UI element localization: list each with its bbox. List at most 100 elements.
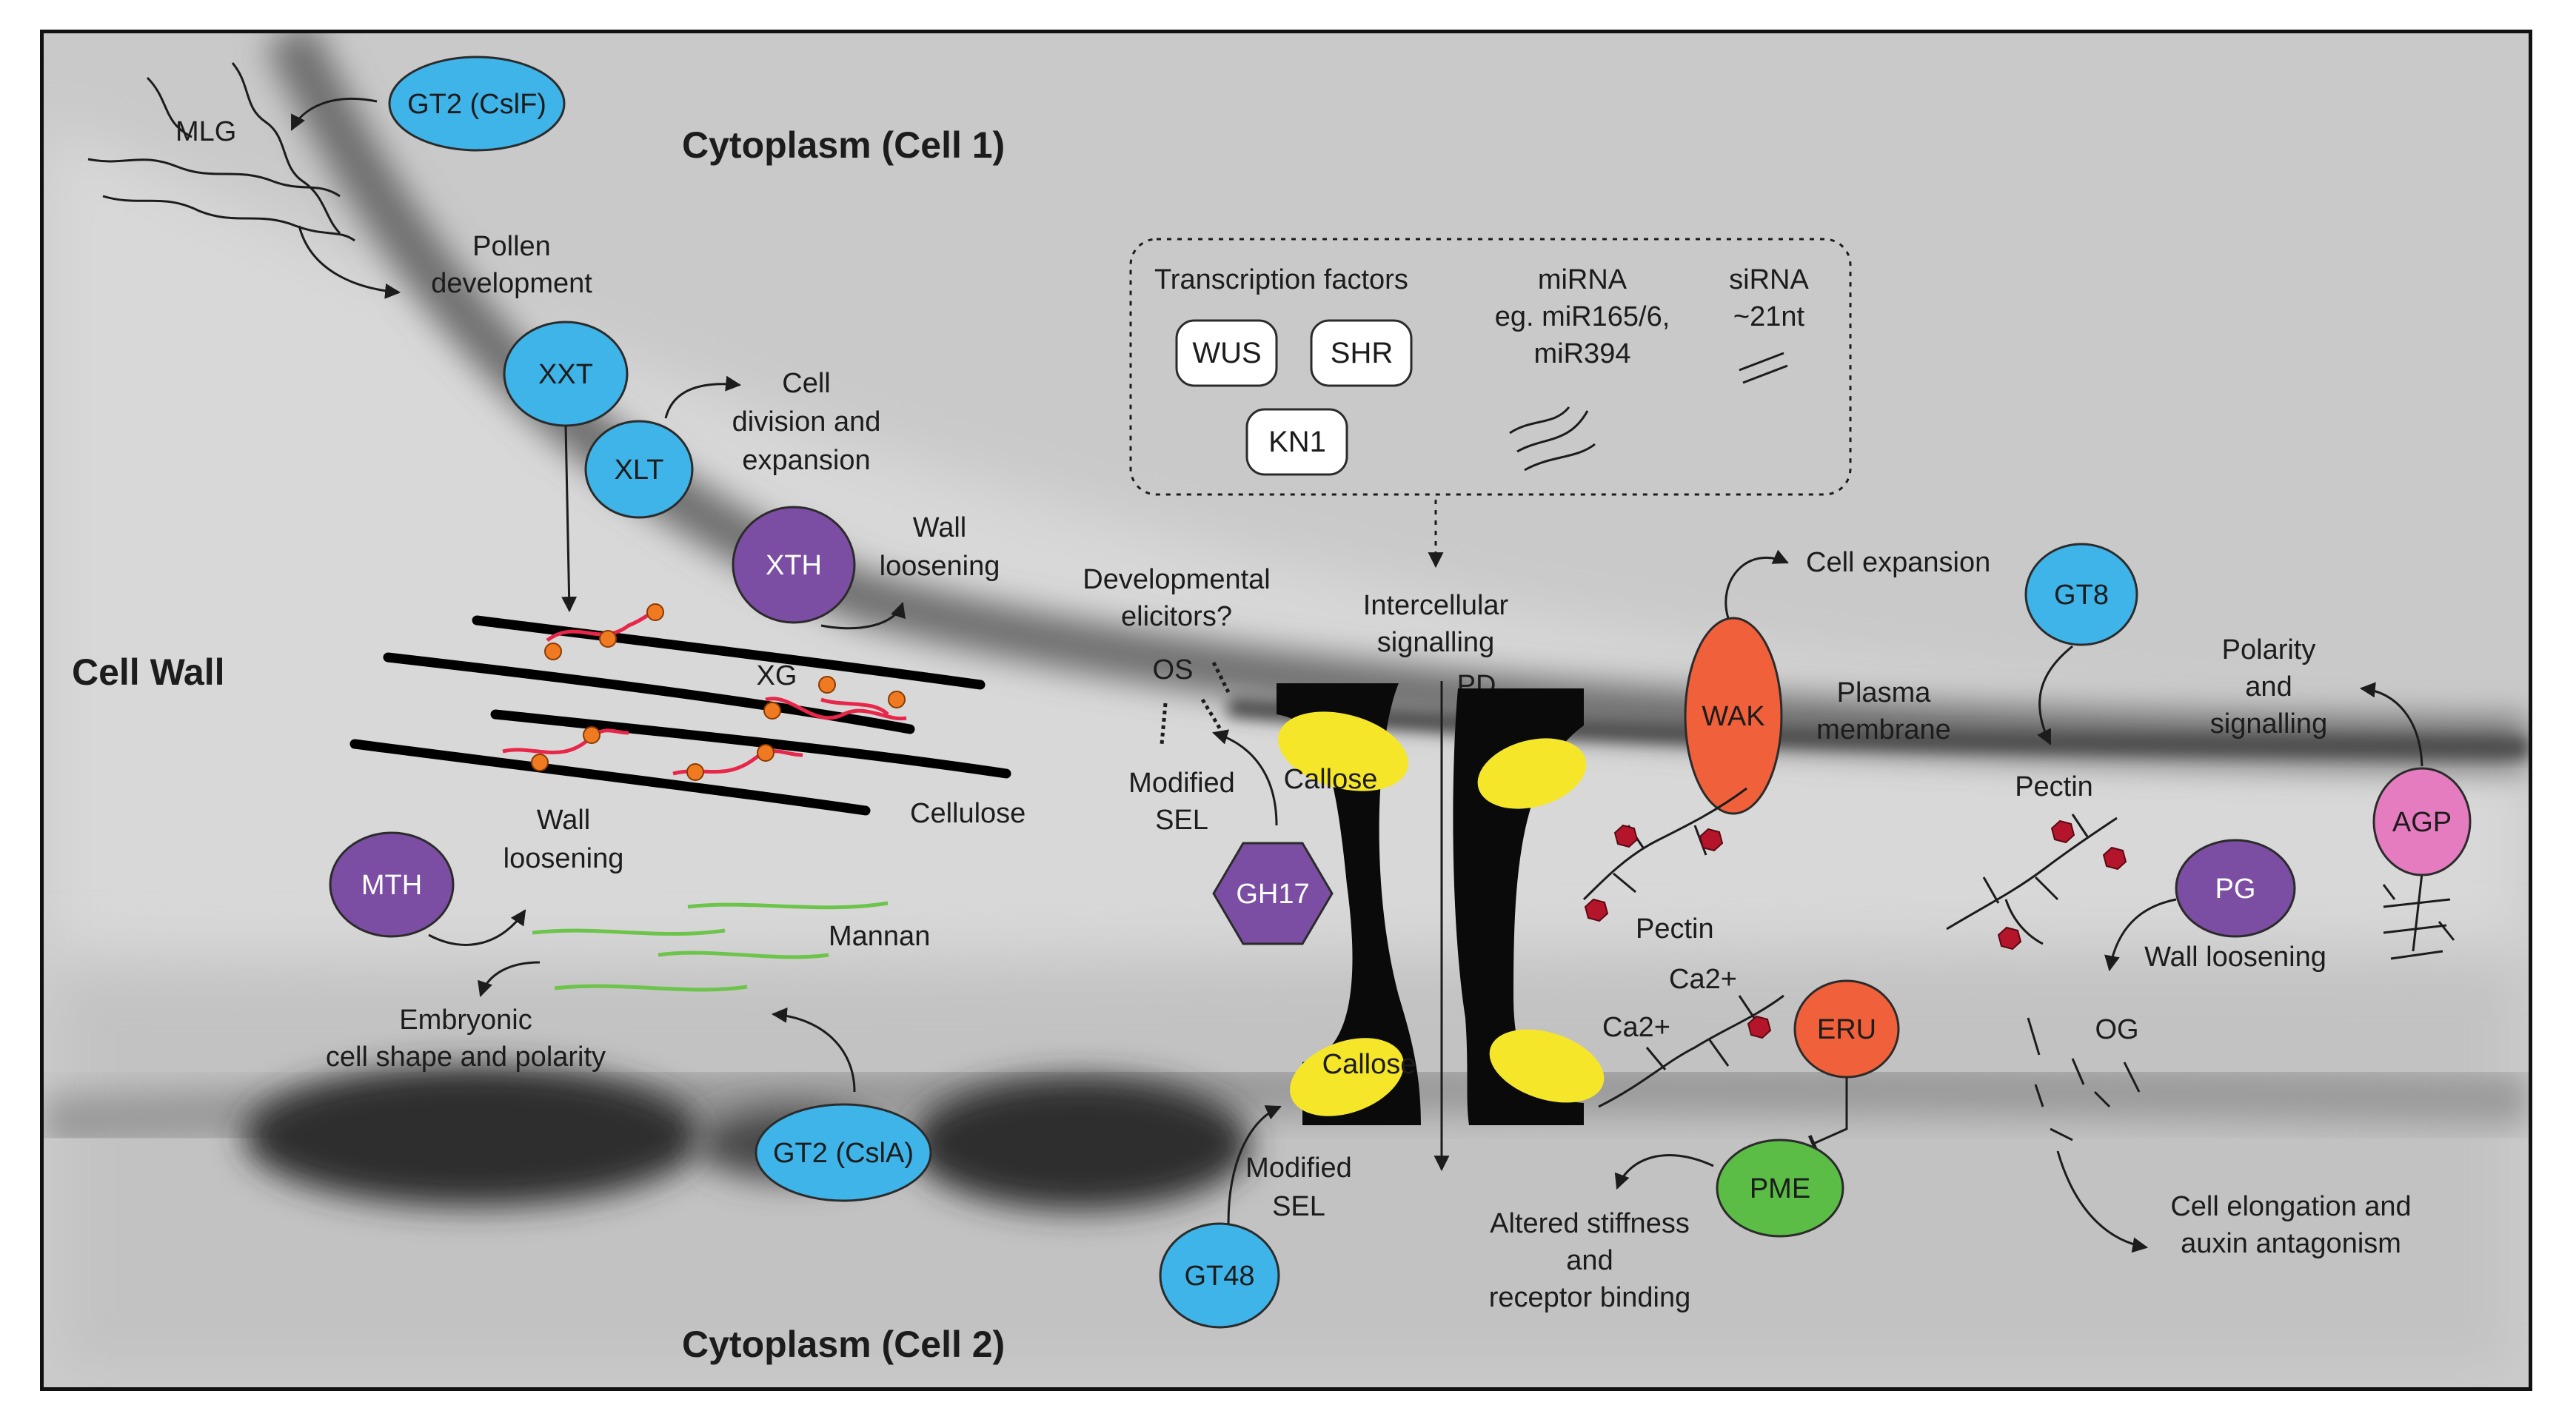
arrow-wak-to-expansion: [1724, 549, 1789, 619]
cytoplasm-cell2-title: Cytoplasm (Cell 2): [682, 1324, 1005, 1365]
mannan-label: Mannan: [829, 921, 930, 952]
arrow-to-embryonic: [478, 961, 541, 997]
modified-sel-b-1: Modified: [1245, 1153, 1352, 1184]
cell-wall-title: Cell Wall: [72, 651, 225, 693]
polarity-label-3: signalling: [2210, 708, 2327, 740]
pectin-chain-right: [1946, 814, 2118, 945]
cell-division-label-2: division and: [732, 406, 881, 437]
polarity-label-1: Polarity: [2222, 634, 2316, 665]
arrow-xth-to-loosening: [820, 602, 906, 630]
svg-text:GT8: GT8: [2054, 580, 2109, 611]
wall-loosening-xth-2: loosening: [880, 551, 1000, 582]
intercellular-label-2: signalling: [1377, 627, 1494, 658]
mannan-strands: [532, 901, 889, 992]
intercellular-label-1: Intercellular: [1363, 590, 1509, 621]
os-fragments-icon: [1160, 661, 1231, 745]
callose-deposit-br: [1489, 1029, 1605, 1103]
ca-label-a: Ca2+: [1669, 964, 1737, 995]
svg-text:MTH: MTH: [361, 870, 422, 901]
pectin-monomers-right: [1997, 819, 2127, 950]
cell-expansion-label: Cell expansion: [1806, 547, 1990, 578]
plasmodesma: [1277, 683, 1605, 1125]
gt8-enzyme: GT8: [2024, 543, 2138, 646]
wall-loosening-pg: Wall loosening: [2144, 942, 2326, 973]
pollen-label-2: development: [431, 268, 592, 299]
os-label: OS: [1153, 654, 1194, 685]
arrow-og-to-elongation: [2056, 1150, 2149, 1253]
wak-receptor: WAK: [1684, 617, 1783, 815]
svg-text:XXT: XXT: [538, 359, 593, 390]
arrow-xlt-to-division: [664, 375, 742, 419]
svg-text:SHR: SHR: [1331, 337, 1393, 369]
pme-enzyme: PME: [1716, 1139, 1844, 1238]
arrow-pg-to-og: [2104, 898, 2177, 972]
cell-division-label-3: expansion: [742, 445, 870, 476]
sirna-strands-icon: [1739, 352, 1788, 384]
arrow-csla-to-mannan: [771, 1007, 856, 1093]
svg-text:AGP: AGP: [2392, 807, 2452, 838]
cell-division-label-1: Cell: [782, 368, 830, 399]
arrow-mlg-to-pollen: [298, 225, 401, 299]
pectin-label-b: Pectin: [2015, 771, 2093, 802]
pectin-monomers-wak: [1584, 824, 1724, 922]
arrow-mth-to-loosening: [428, 909, 526, 946]
cytoplasm-cell1-title: Cytoplasm (Cell 1): [682, 124, 1005, 166]
mirna-label-2: eg. miR165/6,: [1495, 301, 1670, 332]
gt2-cslf-enzyme: GT2 (CslF): [388, 56, 566, 152]
mirna-label-1: miRNA: [1538, 264, 1627, 295]
svg-text:XTH: XTH: [766, 550, 822, 581]
elongation-label-2: auxin antagonism: [2181, 1228, 2401, 1259]
pollen-label-1: Pollen: [472, 231, 551, 262]
gt48-enzyme: GT48: [1159, 1222, 1280, 1329]
elongation-label-1: Cell elongation and: [2170, 1191, 2411, 1222]
tf-title: Transcription factors: [1154, 264, 1408, 295]
pectin-monomer-pme: [1747, 1015, 1772, 1039]
pectin-label-a: Pectin: [1636, 913, 1714, 945]
og-fragments-icon: [2027, 1017, 2141, 1141]
gt2-csla-enzyme: GT2 (CslA): [755, 1103, 932, 1202]
tf-chip-kn1: [1245, 408, 1348, 476]
callose-deposit-bl: [1290, 1038, 1404, 1116]
pectin-chain-pme: [1598, 994, 1784, 1108]
xxt-enzyme: XXT: [503, 321, 629, 427]
wall-loosening-xth-1: Wall: [913, 512, 966, 543]
embryonic-label-2: cell shape and polarity: [326, 1042, 606, 1073]
xg-label: XG: [757, 660, 797, 691]
arrow-gt8-to-pectin: [2037, 645, 2073, 745]
mirna-strands-icon: [1509, 406, 1596, 472]
mirna-label-3: miR394: [1534, 338, 1631, 369]
pg-enzyme: PG: [2175, 839, 2296, 938]
svg-text:WAK: WAK: [1702, 701, 1764, 732]
svg-text:GT2 (CslF): GT2 (CslF): [407, 89, 546, 120]
embryonic-label-1: Embryonic: [399, 1005, 532, 1036]
tf-chip-wus: [1175, 319, 1278, 387]
wall-loosening-mth-1: Wall: [537, 805, 590, 836]
arrow-gh17-to-os: [1211, 729, 1278, 826]
arrow-xxt-to-xg: [561, 425, 578, 613]
svg-text:GH17: GH17: [1236, 879, 1309, 910]
tf-chip-shr: [1310, 319, 1413, 387]
xyloglucan-sidechains: [531, 603, 906, 781]
cell-wall-diagram: Cytoplasm (Cell 1) Cytoplasm (Cell 2) Ce…: [44, 33, 2529, 1387]
callose-deposit-tl: [1278, 711, 1408, 791]
sirna-label-1: siRNA: [1729, 264, 1809, 295]
mth-enzyme: MTH: [329, 831, 455, 938]
gh17-enzyme: GH17: [1212, 842, 1334, 945]
plasma-membrane-label-1: Plasma: [1837, 677, 1932, 708]
modified-sel-b-2: SEL: [1272, 1191, 1325, 1222]
cellulose-label: Cellulose: [910, 798, 1026, 829]
arrow-pme-to-altered: [1614, 1154, 1714, 1190]
altered-stiffness-1: Altered stiffness: [1490, 1208, 1690, 1239]
altered-stiffness-2: and: [1566, 1245, 1613, 1276]
dev-elicitors-label-2: elicitors?: [1121, 601, 1232, 632]
xth-enzyme: XTH: [732, 506, 856, 624]
plasma-membrane-label-2: membrane: [1816, 714, 1951, 745]
svg-text:GT2 (CslA): GT2 (CslA): [773, 1138, 914, 1169]
eru-receptor: ERU: [1793, 979, 1900, 1079]
svg-text:PG: PG: [2215, 874, 2256, 905]
svg-text:KN1: KN1: [1268, 426, 1326, 458]
arrow-gt48-to-callose: [1227, 1105, 1282, 1224]
mlg-strands: [87, 62, 355, 242]
svg-text:GT48: GT48: [1184, 1261, 1254, 1292]
svg-text:WUS: WUS: [1192, 337, 1261, 369]
